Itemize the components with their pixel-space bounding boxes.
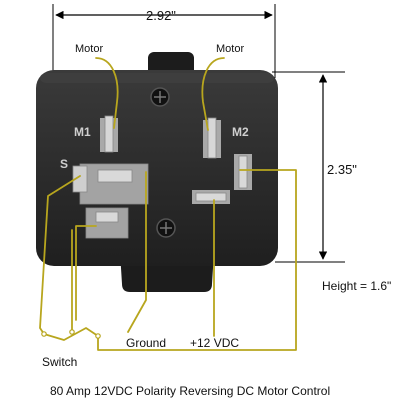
switch-contacts: [41, 329, 101, 339]
diagram-caption: 80 Amp 12VDC Polarity Reversing DC Motor…: [50, 384, 331, 398]
height-dimension-label: Height = 1.6": [322, 279, 392, 293]
common-terminal: [97, 169, 133, 183]
dimension-lines: [52, 4, 345, 263]
switch-terminal-b: [238, 155, 248, 189]
width-dimension-label: 2.92": [146, 8, 176, 23]
switch-common-wire: [75, 225, 97, 321]
depth-dimension-label: 2.35": [327, 162, 357, 177]
motor-label-left: Motor: [75, 43, 104, 55]
switch-terminal-a: [72, 165, 88, 193]
wiring: [39, 57, 297, 351]
switch-symbol: [43, 327, 99, 341]
m1-terminal: [104, 115, 114, 153]
terminals: [72, 115, 252, 239]
ground-label: Ground: [126, 336, 167, 350]
ground-wire: [127, 171, 147, 333]
switch-wire-a: [39, 175, 81, 335]
motor-wire-left: [95, 57, 119, 129]
housing-highlight: [40, 73, 274, 83]
m2-terminal: [207, 117, 217, 159]
m2-marking: M2: [232, 125, 249, 139]
switch-label: Switch: [42, 355, 78, 369]
motor-label-right: Motor: [216, 43, 245, 55]
s-marking: S: [60, 157, 69, 171]
supply-terminal: [195, 192, 227, 202]
motor-wire-right: [201, 57, 225, 131]
m1-marking: M1: [74, 125, 91, 139]
switch-wire-b: [97, 169, 297, 351]
supply-label: +12 VDC: [190, 336, 240, 350]
ground-terminal: [95, 211, 119, 223]
